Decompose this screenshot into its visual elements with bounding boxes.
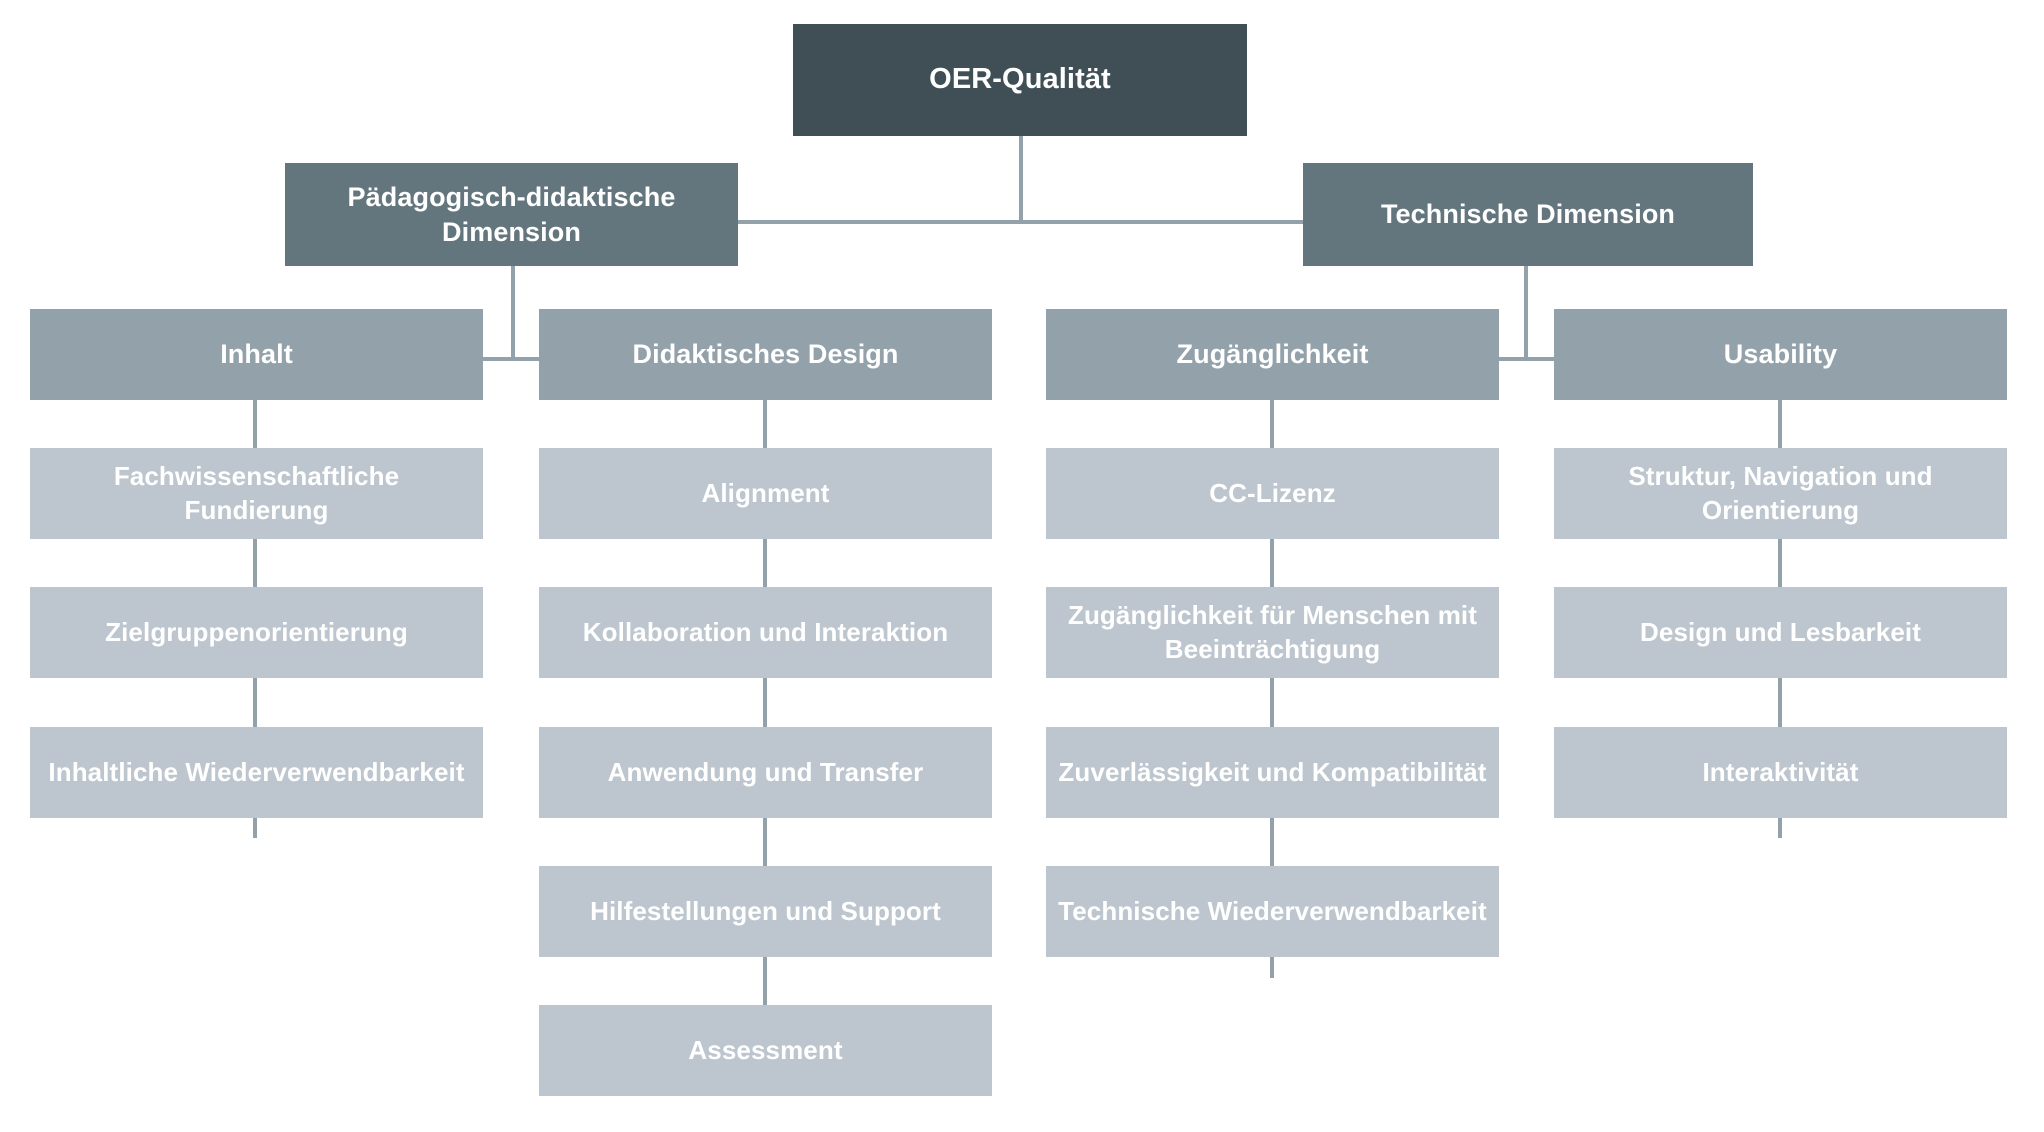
node-label: Zielgruppenorientierung xyxy=(105,616,408,647)
node-root-oer-qualitaet[interactable]: OER-Qualität xyxy=(793,24,1247,136)
node-dimension-technisch[interactable]: Technische Dimension xyxy=(1303,163,1753,266)
connector-root-bus xyxy=(500,220,1530,224)
node-label: Assessment xyxy=(688,1034,843,1065)
connector-col3-chain xyxy=(1270,400,1274,978)
node-leaf-zugaenglichkeit-fuer-menschen-mit-beeintraechtigung[interactable]: Zugänglichkeit für Menschen mit Beeinträ… xyxy=(1046,587,1499,678)
node-leaf-alignment[interactable]: Alignment xyxy=(539,448,992,539)
node-category-inhalt[interactable]: Inhalt xyxy=(30,309,483,400)
node-label: Design und Lesbarkeit xyxy=(1640,616,1921,647)
node-leaf-inhaltliche-wiederverwendbarkeit[interactable]: Inhaltliche Wiederverwendbarkeit xyxy=(30,727,483,818)
node-label: Alignment xyxy=(701,477,830,508)
node-leaf-hilfestellungen-und-support[interactable]: Hilfestellungen und Support xyxy=(539,866,992,957)
node-category-zugaenglichkeit[interactable]: Zugänglichkeit xyxy=(1046,309,1499,400)
node-leaf-kollaboration-und-interaktion[interactable]: Kollaboration und Interaktion xyxy=(539,587,992,678)
node-label: Zuverlässigkeit und Kompatibilität xyxy=(1058,756,1487,787)
node-label: Didaktisches Design xyxy=(632,339,899,370)
node-leaf-interaktivitaet[interactable]: Interaktivität xyxy=(1554,727,2007,818)
node-label: Kollaboration und Interaktion xyxy=(582,616,949,647)
connector-dim1-bus xyxy=(250,357,780,361)
node-leaf-struktur-navigation-und-orientierung[interactable]: Struktur, Navigation und Orientierung xyxy=(1554,448,2007,539)
node-label: Zugänglichkeit für Menschen mit Beeinträ… xyxy=(1067,600,1478,664)
node-label: Zugänglichkeit xyxy=(1176,339,1369,370)
node-label: CC-Lizenz xyxy=(1209,477,1336,508)
node-label: Usability xyxy=(1723,339,1838,370)
node-leaf-anwendung-und-transfer[interactable]: Anwendung und Transfer xyxy=(539,727,992,818)
node-label: Inhalt xyxy=(220,339,293,370)
node-label: Interaktivität xyxy=(1702,756,1859,787)
node-leaf-design-und-lesbarkeit[interactable]: Design und Lesbarkeit xyxy=(1554,587,2007,678)
node-leaf-fachwissenschaftliche-fundierung[interactable]: Fachwissenschaftliche Fundierung xyxy=(30,448,483,539)
node-leaf-assessment[interactable]: Assessment xyxy=(539,1005,992,1096)
connector-dim1-stem xyxy=(511,266,515,361)
node-leaf-zuverlaessigkeit-und-kompatibilitaet[interactable]: Zuverlässigkeit und Kompatibilität xyxy=(1046,727,1499,818)
node-label: Technische Dimension xyxy=(1380,199,1676,230)
node-category-usability[interactable]: Usability xyxy=(1554,309,2007,400)
node-label: Pädagogisch-didaktische Dimension xyxy=(347,181,676,247)
node-label: Anwendung und Transfer xyxy=(607,756,924,787)
connector-dim2-bus xyxy=(1270,357,1800,361)
node-label: OER-Qualität xyxy=(929,63,1111,96)
node-label: Fachwissenschaftliche Fundierung xyxy=(113,461,400,525)
node-label: Hilfestellungen und Support xyxy=(590,895,941,926)
node-dimension-paedagogisch-didaktisch[interactable]: Pädagogisch-didaktische Dimension xyxy=(285,163,738,266)
node-label: Technische Wiederverwendbarkeit xyxy=(1058,895,1487,926)
node-leaf-technische-wiederverwendbarkeit[interactable]: Technische Wiederverwendbarkeit xyxy=(1046,866,1499,957)
node-label: Struktur, Navigation und Orientierung xyxy=(1628,461,1933,525)
node-label: Inhaltliche Wiederverwendbarkeit xyxy=(48,756,465,787)
node-leaf-zielgruppenorientierung[interactable]: Zielgruppenorientierung xyxy=(30,587,483,678)
connector-dim2-stem xyxy=(1524,266,1528,361)
node-category-didaktisches-design[interactable]: Didaktisches Design xyxy=(539,309,992,400)
connector-root-stem xyxy=(1019,136,1023,224)
node-leaf-cc-lizenz[interactable]: CC-Lizenz xyxy=(1046,448,1499,539)
